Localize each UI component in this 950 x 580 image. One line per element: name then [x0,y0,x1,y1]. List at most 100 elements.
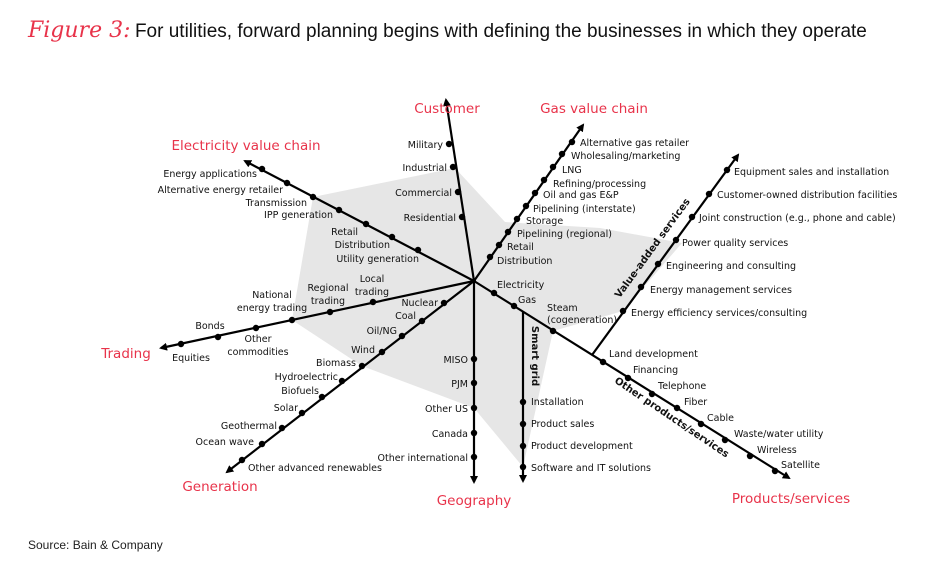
point-label: Pipelining (interstate) [533,204,636,215]
category-title: Generation [182,479,257,495]
point-label: energy trading [237,303,307,314]
category-title: Trading [100,346,151,362]
point-label: Engineering and consulting [666,261,796,272]
point-label: trading [311,296,345,307]
axis-point [531,189,539,197]
category-title: Electricity value chain [171,138,320,154]
axis-line [591,153,740,356]
axis-point [378,348,386,356]
axis-point [418,317,426,325]
point-label: Commercial [395,188,452,199]
point-label: Customer-owned distribution facilities [717,190,897,201]
point-label: Energy management services [650,285,792,296]
point-label: Distribution [335,240,390,251]
point-label: Product development [531,441,633,452]
center-hub [472,279,476,283]
axis-point [338,377,346,385]
point-label: National [252,290,292,301]
axis-point [449,163,457,171]
axis-point [177,340,185,348]
point-label: Local [360,274,385,285]
axis-point [388,233,396,241]
axis-products: ElectricityGasSteam(cogeneration)Product… [473,280,850,507]
axis-point [318,393,326,401]
axis-point [486,253,494,261]
point-label: Hydroelectric [275,372,338,383]
point-label: Steam [547,303,578,314]
point-label: Residential [404,213,456,224]
figure-title-text: For utilities, forward planning begins w… [134,21,867,42]
point-label: Wholesaling/marketing [571,151,680,162]
axis-point [278,424,286,432]
axis-point [238,456,246,464]
point-label: Wind [351,345,375,356]
point-label: Refining/processing [553,179,646,190]
point-label: Cable [707,413,734,424]
axis-point [335,206,343,214]
point-label: Land development [609,349,698,360]
point-label: Storage [526,216,563,227]
point-label: Joint construction (e.g., phone and cabl… [698,213,896,224]
point-label: Geothermal [221,421,277,432]
point-label: Gas [518,295,536,306]
point-label: LNG [562,165,582,176]
point-label: Installation [531,397,584,408]
axis-point [549,163,557,171]
axis-point [519,398,527,406]
point-label: Product sales [531,419,594,430]
axis-line [225,280,475,474]
axis-point [637,283,645,291]
axis-customer: MilitaryIndustrialCommercialResidentialC… [395,98,480,282]
point-label: Other international [378,453,468,464]
axis-point [705,190,713,198]
point-label: Canada [432,429,468,440]
point-label: Financing [633,365,678,376]
figure-number: Figure 3: [28,18,131,43]
axis-point [470,429,478,437]
axis-point [398,332,406,340]
axis-point [414,246,422,254]
axis-point [510,302,518,310]
shaded-area [292,168,682,467]
axis-point [723,166,731,174]
point-label: PJM [451,379,468,390]
axis-point [470,355,478,363]
point-label: commodities [227,347,288,358]
point-label: Satellite [781,460,820,471]
axis-gas: Alternative gas retailerWholesaling/mark… [473,101,689,282]
point-label: Biomass [316,358,356,369]
point-label: Other [245,334,272,345]
point-label: Utility generation [336,254,419,265]
point-label: Transmission [245,198,307,209]
axis-point [258,440,266,448]
axis-point [672,236,680,244]
point-label: Alternative energy retailer [158,185,283,196]
point-label: Regional [308,283,349,294]
axis-point [519,463,527,471]
axis-point [549,327,557,335]
axis-point [771,467,779,475]
point-label: Waste/water utility [734,429,824,440]
axis-point [519,420,527,428]
axis-point [504,228,512,236]
point-label: Energy applications [163,169,257,180]
axis-point [619,307,627,315]
point-label: Wireless [757,445,797,456]
point-label: Equipment sales and installation [734,167,889,178]
point-label: Fiber [684,397,707,408]
axis-line [243,160,475,282]
figure-title: Figure 3: For utilities, forward plannin… [28,18,867,43]
category-title: Geography [437,493,512,509]
point-label: Equities [172,353,210,364]
point-label: Coal [395,311,416,322]
axis-point [445,140,453,148]
axis-point [214,333,222,341]
axis-point [283,179,291,187]
point-label: Solar [274,403,298,414]
category-title: Customer [414,101,480,117]
point-label: Bonds [195,321,224,332]
axis-point [688,213,696,221]
axis-point [648,390,656,398]
